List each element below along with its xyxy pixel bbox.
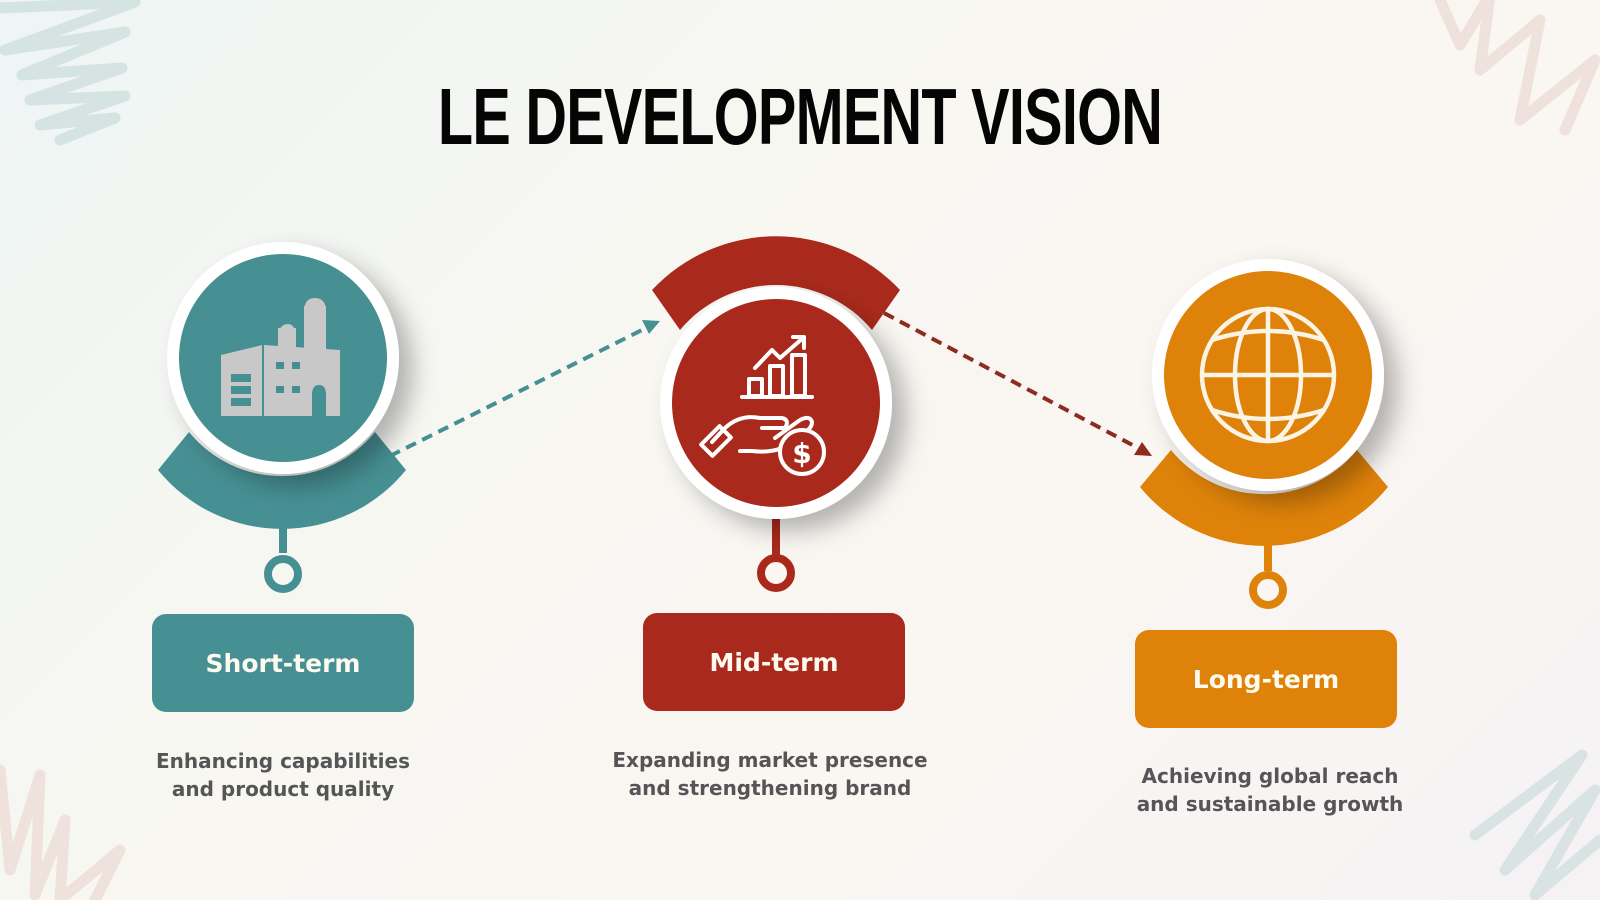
factory-icon	[221, 298, 340, 416]
svg-text:$: $	[792, 437, 811, 470]
stage-label-text: Long-term	[1192, 664, 1340, 694]
description-line: Achieving global reach	[1141, 764, 1399, 788]
stage-label-text: Mid-term	[709, 647, 839, 677]
description-line: Enhancing capabilities	[155, 749, 411, 773]
arrow-short-to-mid	[389, 320, 660, 458]
stage-label-long-term: Long-term	[1135, 630, 1397, 728]
growth-investment-icon: $	[699, 335, 826, 476]
stage-description-short-term: Enhancing capabilities and product quali…	[103, 747, 463, 803]
arrow-mid-to-long	[883, 311, 1152, 456]
scribble-bottom-left	[0, 764, 126, 900]
stage-description-long-term: Achieving global reach and sustainable g…	[1090, 762, 1450, 818]
stage-node-mid-term	[652, 236, 900, 592]
description-line: and strengthening brand	[628, 776, 912, 800]
stage-label-mid-term: Mid-term	[643, 613, 905, 711]
slide-title: LE DEVELOPMENT VISION	[437, 72, 1163, 161]
stage-description-mid-term: Expanding market presence and strengthen…	[590, 746, 950, 802]
globe-icon	[1199, 306, 1337, 444]
stage-label-text: Short-term	[205, 648, 361, 678]
stage-label-short-term: Short-term	[152, 614, 414, 712]
scribble-top-right	[1434, 0, 1600, 136]
scribble-bottom-right	[1469, 749, 1600, 900]
scribble-top-left	[0, 0, 141, 146]
description-line: and sustainable growth	[1136, 792, 1404, 816]
description-line: Expanding market presence	[612, 748, 928, 772]
description-line: and product quality	[171, 777, 395, 801]
